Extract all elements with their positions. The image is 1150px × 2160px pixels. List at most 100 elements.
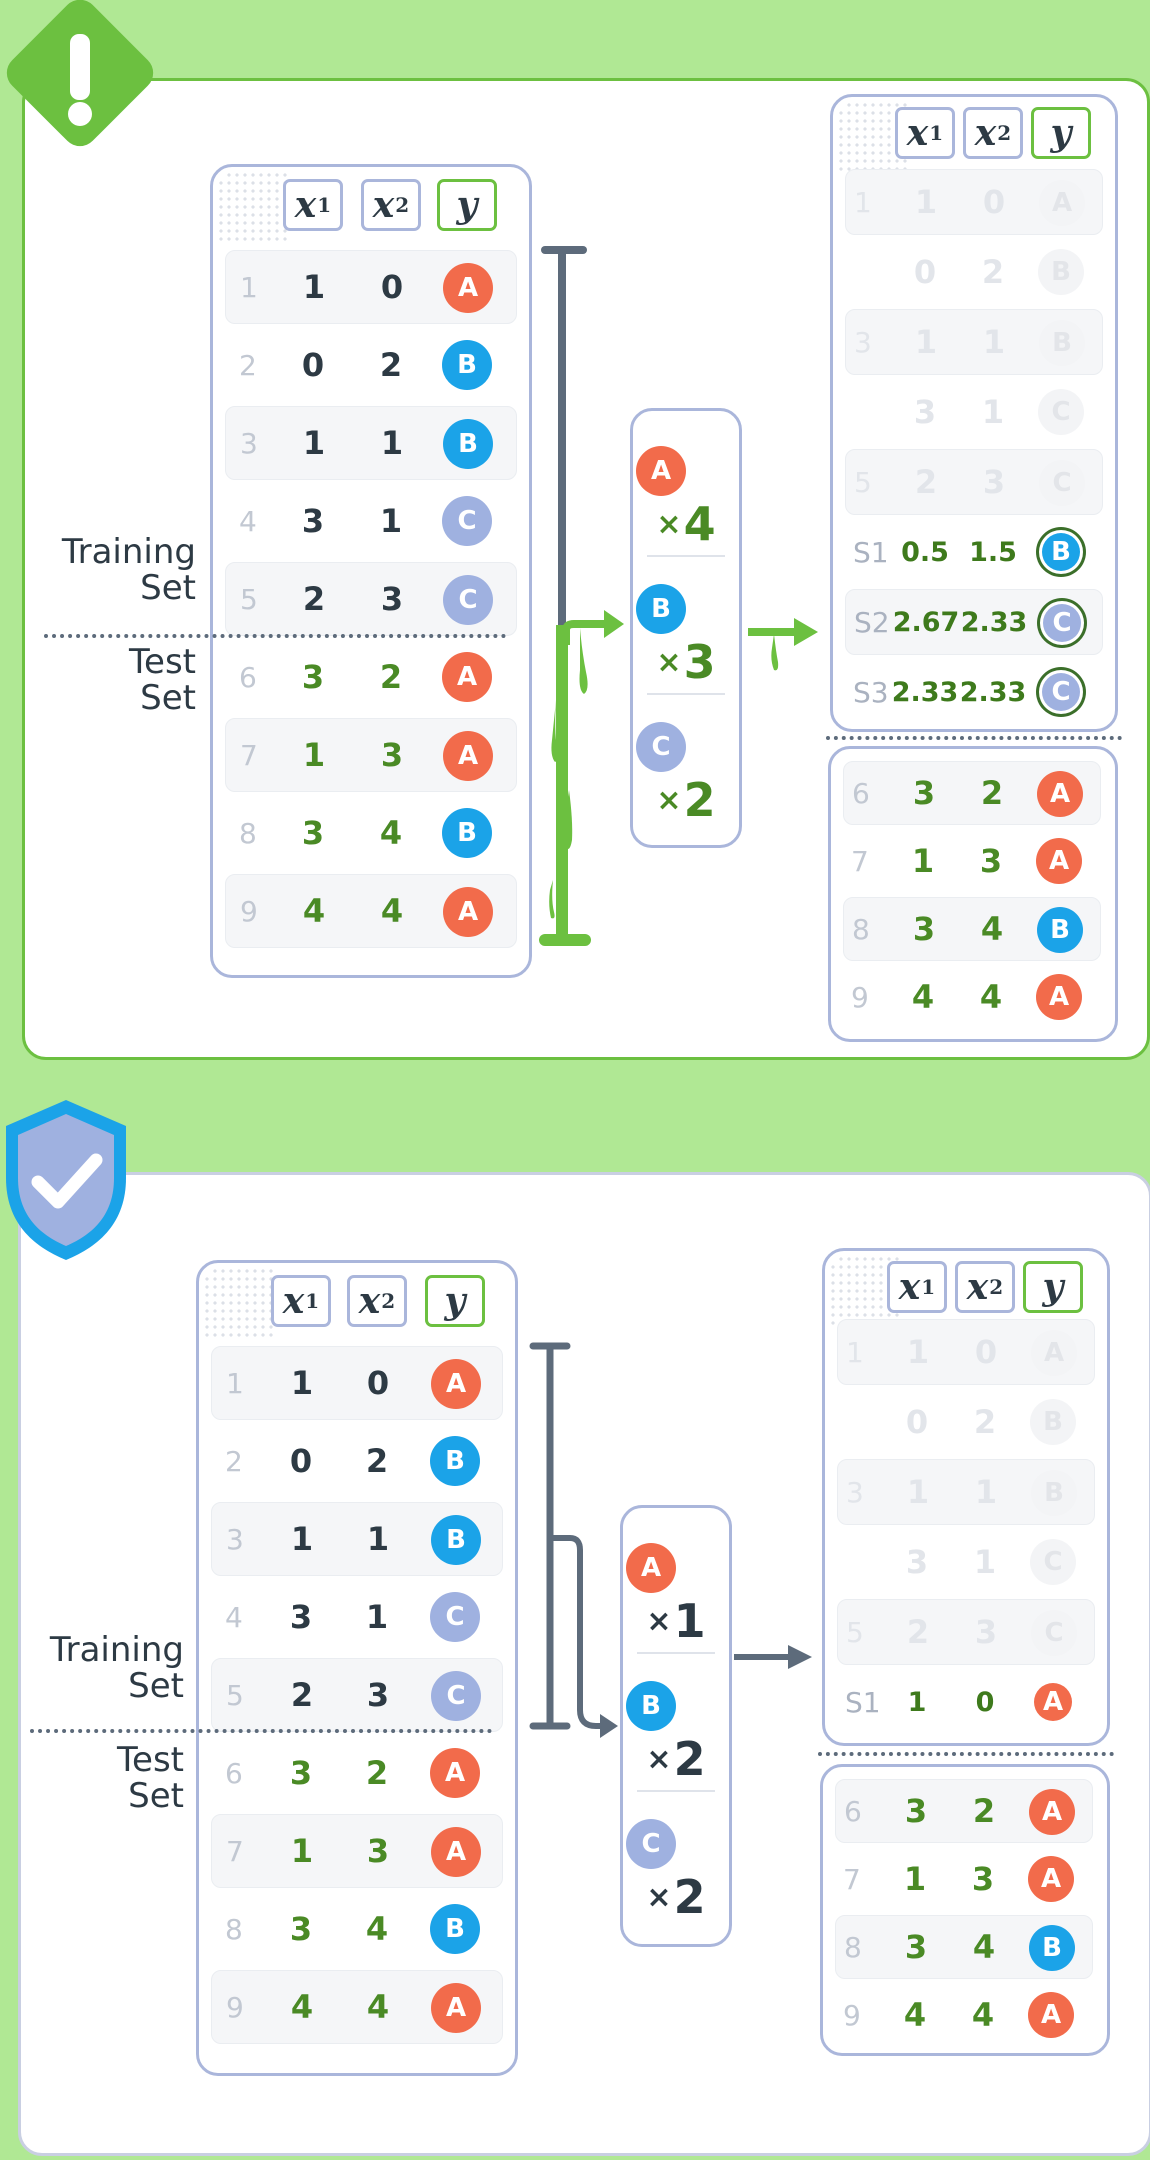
cell-x2: 2.33 xyxy=(959,676,1027,708)
row-index: 3 xyxy=(846,1475,864,1509)
cell-x2: 0 xyxy=(975,1686,995,1718)
cell-x2: 3 xyxy=(366,1676,390,1714)
cell-x2: 3 xyxy=(974,1613,998,1651)
class-badge-a: A xyxy=(1028,1992,1074,2038)
cell-x1: 1 xyxy=(290,1520,314,1558)
cell-x1: 1 xyxy=(903,1860,927,1898)
count-multiplier: ×1 xyxy=(646,1594,706,1648)
cell-x1: 2 xyxy=(302,580,326,618)
class-badge-c: C xyxy=(1038,389,1084,435)
count-multiplier: ×2 xyxy=(646,1870,706,1924)
leaky-split-bracket xyxy=(539,246,624,946)
class-badge-b: B xyxy=(431,1515,481,1565)
class-badge-b: B xyxy=(442,340,492,390)
class-count-a: A×1 xyxy=(623,1522,729,1654)
row-index: S3 xyxy=(853,675,889,709)
class-badge-b: B xyxy=(1037,907,1083,953)
cell-x2: 1 xyxy=(365,1598,389,1636)
warning-icon xyxy=(6,0,154,147)
row-index: 7 xyxy=(851,844,869,878)
cell-x2: 4 xyxy=(365,1910,389,1948)
class-badge-b: B xyxy=(1030,1399,1076,1445)
class-badge-b: B xyxy=(1042,533,1080,571)
separator xyxy=(637,1652,715,1654)
class-badge-a: A xyxy=(1029,1789,1075,1835)
leaky-resample-arrow xyxy=(748,618,818,671)
cell-x1: 3 xyxy=(904,1928,928,1966)
row-index: 9 xyxy=(851,980,869,1014)
row-index: 1 xyxy=(240,270,258,304)
cell-x1: 3 xyxy=(289,1910,313,1948)
row-index: S1 xyxy=(853,535,889,569)
class-badge-a: A xyxy=(431,1359,481,1409)
class-badge-b: B xyxy=(443,419,493,469)
row-index: 6 xyxy=(225,1756,243,1790)
cell-x1: 1 xyxy=(302,424,326,462)
cell-x1: 1 xyxy=(302,736,326,774)
class-badge-a: A xyxy=(636,446,686,496)
class-badge-b: B xyxy=(636,584,686,634)
row-index: 5 xyxy=(854,465,872,499)
test-set-word: Set xyxy=(128,1776,184,1816)
row-index: S2 xyxy=(854,605,890,639)
cell-x2: 3 xyxy=(979,842,1003,880)
cell-x2: 2 xyxy=(365,1442,389,1480)
class-badge-c: C xyxy=(1030,1539,1076,1585)
test-set-word: Set xyxy=(140,678,196,718)
count-multiplier: ×2 xyxy=(656,773,716,827)
cell-x2: 1 xyxy=(366,1520,390,1558)
cell-x2: 4 xyxy=(366,1988,390,2026)
class-badge-a: A xyxy=(431,1827,481,1877)
cell-x2: 3 xyxy=(380,736,404,774)
class-badge-a: A xyxy=(431,1983,481,2033)
cell-x2: 4 xyxy=(980,910,1004,948)
class-badge-c: C xyxy=(636,722,686,772)
cell-x1: 3 xyxy=(289,1754,313,1792)
train-test-divider xyxy=(818,1752,1114,1756)
cell-x1: 1 xyxy=(911,842,935,880)
row-index: 9 xyxy=(240,894,258,928)
clean-resample-arrow xyxy=(734,1645,812,1669)
row-index: 7 xyxy=(843,1862,861,1896)
cell-x2: 4 xyxy=(971,1996,995,2034)
count-multiplier: ×4 xyxy=(656,497,716,551)
cell-x2: 0 xyxy=(982,183,1006,221)
class-badge-c: C xyxy=(1043,604,1081,642)
class-badge-a: A xyxy=(1037,771,1083,817)
cell-x1: 1 xyxy=(302,268,326,306)
cell-x2: 4 xyxy=(379,814,403,852)
train-test-divider xyxy=(826,736,1122,740)
class-badge-b: B xyxy=(442,808,492,858)
class-badge-b: B xyxy=(1031,1470,1077,1516)
cell-x1: 4 xyxy=(911,978,935,1016)
row-index: 4 xyxy=(239,504,257,538)
separator xyxy=(647,555,725,557)
training-set-word: Set xyxy=(140,568,196,608)
class-badge-b: B xyxy=(430,1436,480,1486)
row-index: 1 xyxy=(846,1335,864,1369)
cell-x1: 0 xyxy=(289,1442,313,1480)
cell-x2: 4 xyxy=(979,978,1003,1016)
row-index: 4 xyxy=(225,1600,243,1634)
row-index: 9 xyxy=(226,1990,244,2024)
